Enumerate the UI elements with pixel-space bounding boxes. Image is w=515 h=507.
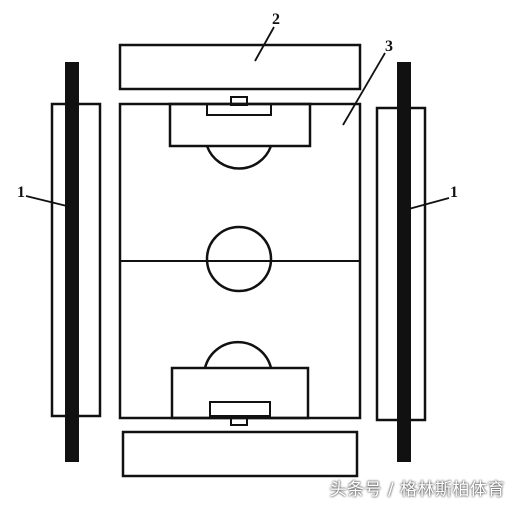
left-track-bar [65, 62, 79, 462]
leader-line-2 [254, 26, 275, 62]
leader-line-1-right [404, 197, 450, 211]
label-left-track: 1 [17, 184, 25, 201]
bottom-stand [121, 430, 359, 478]
bottom-penalty-box [170, 366, 310, 420]
watermark-text: 头条号 / 格林斯柏体育 [329, 480, 505, 500]
label-right-track: 1 [450, 184, 458, 201]
label-field: 3 [385, 38, 393, 55]
center-circle [205, 225, 273, 293]
bottom-goal-box [209, 401, 271, 417]
top-stand [118, 43, 362, 91]
right-track-bar [397, 62, 411, 462]
leader-line-3 [342, 52, 386, 126]
label-top-stand: 2 [272, 11, 280, 28]
top-goal [230, 96, 248, 106]
bottom-goal [230, 415, 248, 426]
top-penalty-arc [205, 145, 273, 170]
bottom-penalty-arc [203, 341, 273, 369]
football-field [118, 96, 362, 426]
leader-line-1-left [25, 195, 76, 209]
top-penalty-box [168, 102, 312, 148]
